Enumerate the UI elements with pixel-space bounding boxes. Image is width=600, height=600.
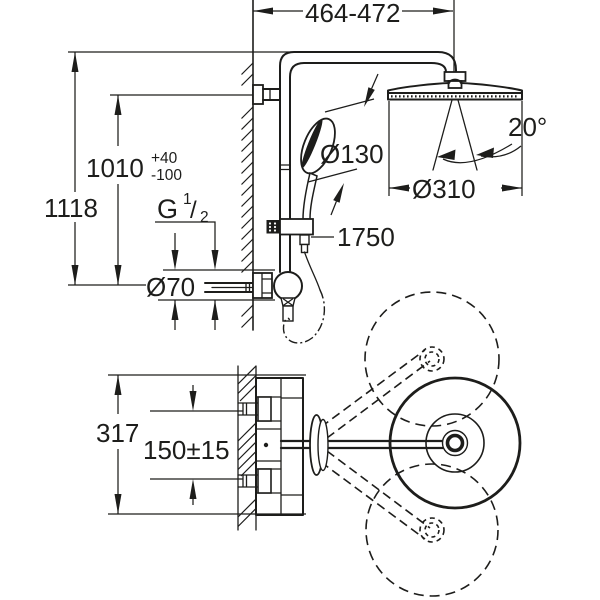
dim-arm-reach: 464-472 (253, 0, 455, 72)
spray-cone-lines (432, 99, 478, 171)
wall-bracket (252, 84, 281, 105)
dim-supply-centers-label: 150±15 (143, 435, 230, 465)
thread-slash: / (190, 197, 197, 224)
wall-plan-view (237, 365, 257, 531)
wall-hatching (241, 62, 254, 328)
dim-supply-centers: 150±15 (143, 385, 243, 505)
riser-joint (279, 164, 291, 171)
dim-hand-shower: Ø130 (307, 73, 384, 216)
hose-nipple (299, 234, 310, 246)
hand-shower (300, 117, 336, 220)
supply-pipe (204, 282, 254, 293)
thread-denominator: 2 (200, 209, 209, 226)
dim-head-shower: Ø310 (388, 101, 523, 204)
dim-riser-height: 1010 +40 -100 (86, 94, 253, 285)
thread-numerator: 1 (183, 191, 192, 208)
diverter-valve (204, 271, 303, 322)
supply-union-bottom (237, 468, 272, 494)
dim-swivel-angle-label: 20° (508, 112, 547, 142)
dim-hose-length: 1750 (311, 222, 395, 252)
dim-trim-height: 317 (96, 374, 306, 515)
swivel-range (320, 291, 500, 597)
hand-shower-holder (266, 218, 314, 254)
dim-head-shower-label: Ø310 (412, 174, 476, 204)
dim-overall-height-label: 1118 (44, 193, 98, 223)
swivel-arm-up (320, 349, 431, 439)
thread-letter: G (157, 194, 178, 224)
shower-hose (282, 251, 326, 344)
dim-hand-shower-label: Ø130 (320, 139, 384, 169)
valve-ball (273, 271, 303, 301)
dim-hose-length-label: 1750 (337, 222, 395, 252)
hose-outlet (282, 305, 294, 322)
dim-trim-height-label: 317 (96, 418, 139, 448)
dim-riser-height-label: 1010 (86, 153, 144, 183)
dim-escutcheon: Ø70 (146, 233, 275, 330)
arm-plan-view (279, 414, 445, 476)
dim-escutcheon-label: Ø70 (146, 272, 195, 302)
swivel-position-up (364, 291, 500, 427)
swivel-arm-down (320, 450, 431, 540)
head-outline-plan (388, 376, 522, 510)
hand-shower-face-edge (301, 118, 323, 169)
dim-riser-tol-plus: +40 (151, 150, 178, 167)
dim-thread: G 1 / 2 (155, 191, 219, 270)
head-shower-top (387, 78, 523, 94)
supply-union-top (237, 396, 272, 422)
wall-side-view (241, 0, 254, 331)
dim-swivel-angle: 20° (437, 112, 547, 164)
dim-overall-height: 1118 (44, 51, 300, 286)
swivel-position-down (365, 463, 499, 597)
riser-and-arm (279, 51, 457, 273)
dim-riser-tol-minus: -100 (151, 167, 182, 184)
head-shower-plan (388, 376, 522, 510)
dim-arm-reach-label: 464-472 (305, 0, 400, 28)
center-mark (263, 442, 269, 448)
holder-knob (266, 220, 279, 234)
head-shower (387, 71, 523, 171)
head-shower-spray-face (387, 92, 523, 101)
